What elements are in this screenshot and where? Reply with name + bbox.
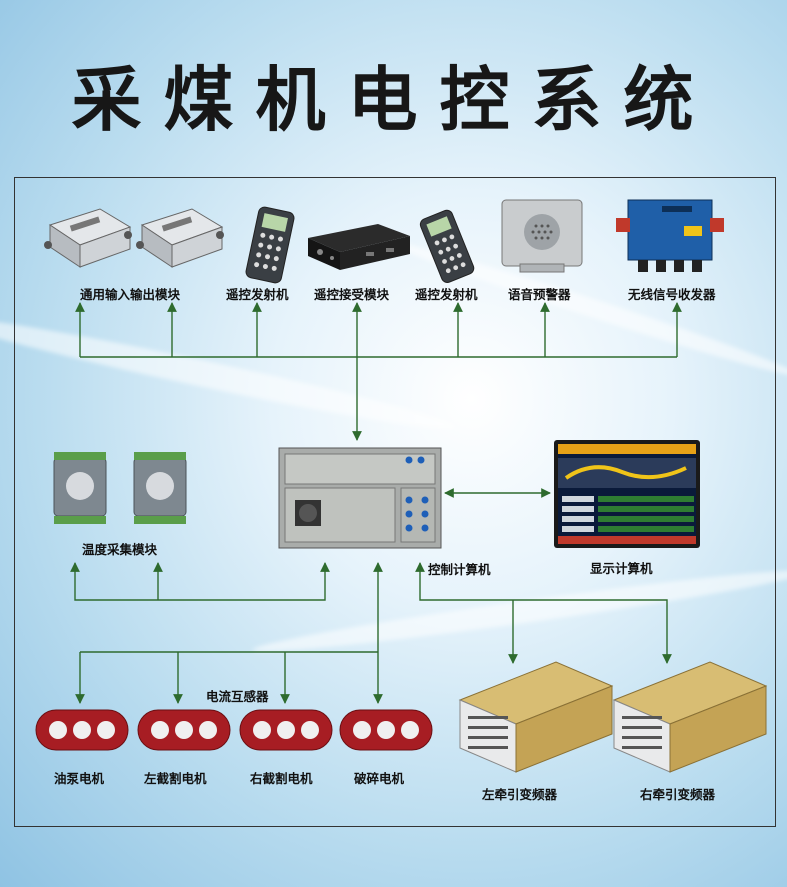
remote-receiver-device <box>308 224 410 270</box>
current-transformer-right-cutting <box>239 709 333 751</box>
temp-module-devices <box>53 452 187 524</box>
wire-temp-module <box>70 562 330 601</box>
control-computer-device <box>278 447 442 549</box>
wire-right-inverter <box>415 562 672 664</box>
temp-module-label: 温度采集模块 <box>82 542 158 557</box>
remote-rx-label: 遥控接受模块 <box>314 287 390 302</box>
remote-tx-1-label: 遥控发射机 <box>226 287 289 302</box>
right-traction-inverter-label: 右牵引变频器 <box>640 787 716 802</box>
io-module-device-1 <box>44 208 132 268</box>
current-transformer-crusher <box>339 709 433 751</box>
right-cutting-motor-label: 右截割电机 <box>250 771 313 786</box>
current-transformer-label: 电流互感器 <box>206 689 269 704</box>
wireless-transceiver-label: 无线信号收发器 <box>628 287 716 302</box>
control-computer-label: 控制计算机 <box>428 562 491 577</box>
current-transformer-oil-pump <box>35 709 129 751</box>
io-module-device-2 <box>136 208 224 268</box>
remote-transmitter-device-1 <box>245 206 295 284</box>
crusher-motor-label: 破碎电机 <box>354 771 405 786</box>
remote-tx-2-label: 遥控发射机 <box>415 287 478 302</box>
voice-alarm-label: 语音预警器 <box>508 287 571 302</box>
left-traction-inverter-label: 左牵引变频器 <box>482 787 558 802</box>
diagram-frame <box>14 177 776 827</box>
wireless-transceiver-device <box>616 199 724 272</box>
diagram-title: 采煤机电控系统 <box>71 59 716 141</box>
remote-transmitter-device-2 <box>419 209 475 283</box>
current-transformer-left-cutting <box>137 709 231 751</box>
io-module-label: 通用输入输出模块 <box>80 287 181 302</box>
right-traction-inverter-device <box>612 661 768 773</box>
left-cutting-motor-label: 左截割电机 <box>144 771 207 786</box>
oil-pump-motor-label: 油泵电机 <box>54 771 105 786</box>
display-computer-device <box>554 440 700 548</box>
display-computer-label: 显示计算机 <box>590 561 653 576</box>
left-traction-inverter-device <box>458 661 614 773</box>
voice-alarm-device <box>501 199 583 273</box>
